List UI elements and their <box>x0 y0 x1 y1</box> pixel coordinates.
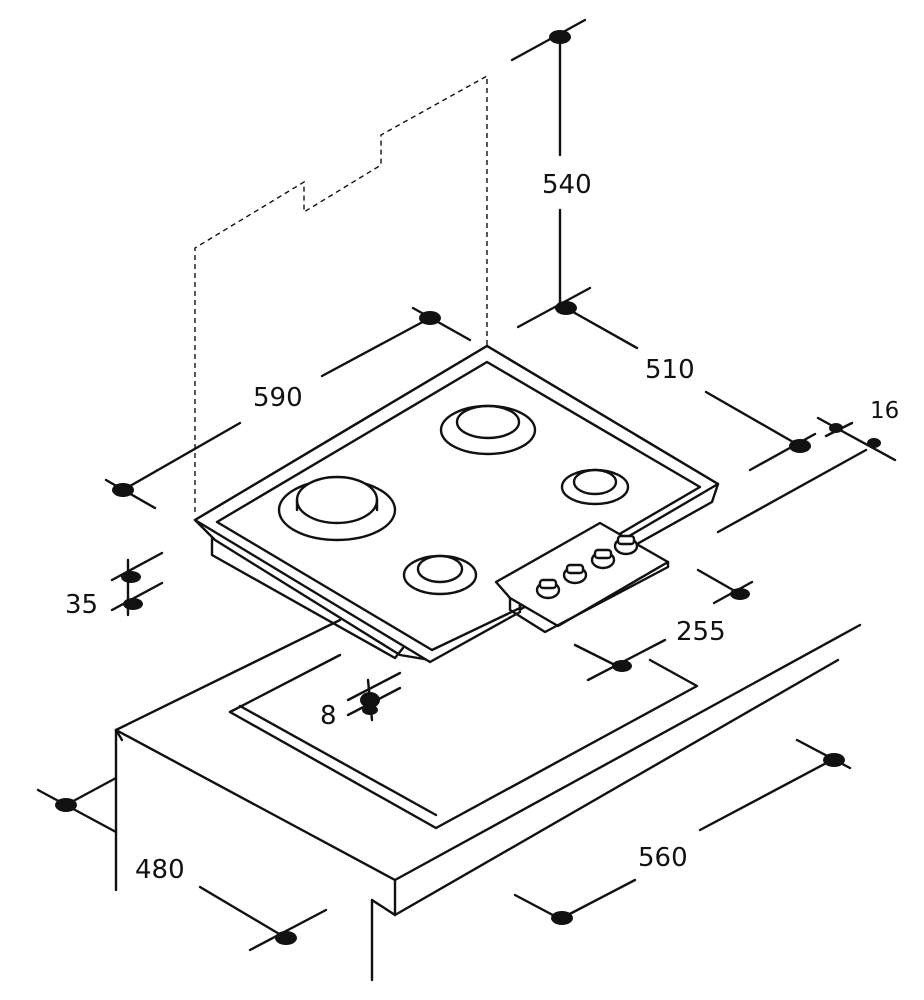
control-knob-2 <box>562 563 588 585</box>
label-35: 35 <box>65 590 98 620</box>
label-16: 16 <box>870 398 899 424</box>
label-8: 8 <box>320 701 337 731</box>
dimension-8: 8 <box>320 671 402 731</box>
control-knob-4 <box>613 534 639 556</box>
burner-front-small <box>402 554 478 596</box>
worktop <box>114 618 862 982</box>
control-panel <box>494 521 670 634</box>
wall-cabinet-outline <box>194 74 488 512</box>
dimension-16: 16 <box>716 398 899 534</box>
burner-right-small <box>560 468 630 506</box>
label-540: 540 <box>542 170 592 200</box>
dimension-510: 510 <box>564 306 817 472</box>
burner-rear-medium <box>439 404 537 456</box>
dimension-255: 255 <box>573 568 754 682</box>
dimension-590: 590 <box>104 306 472 510</box>
label-480: 480 <box>135 855 185 885</box>
label-510: 510 <box>645 355 695 385</box>
label-590: 590 <box>253 383 303 413</box>
burner-large <box>277 475 397 542</box>
label-255: 255 <box>676 617 726 647</box>
dimension-35: 35 <box>65 551 164 620</box>
control-knob-3 <box>590 548 616 570</box>
label-560: 560 <box>638 843 688 873</box>
dimension-560: 560 <box>513 738 852 925</box>
gas-hob <box>193 344 720 664</box>
dimension-540: 540 <box>510 18 592 329</box>
dimension-480: 480 <box>36 776 328 952</box>
control-knob-1 <box>535 578 561 600</box>
